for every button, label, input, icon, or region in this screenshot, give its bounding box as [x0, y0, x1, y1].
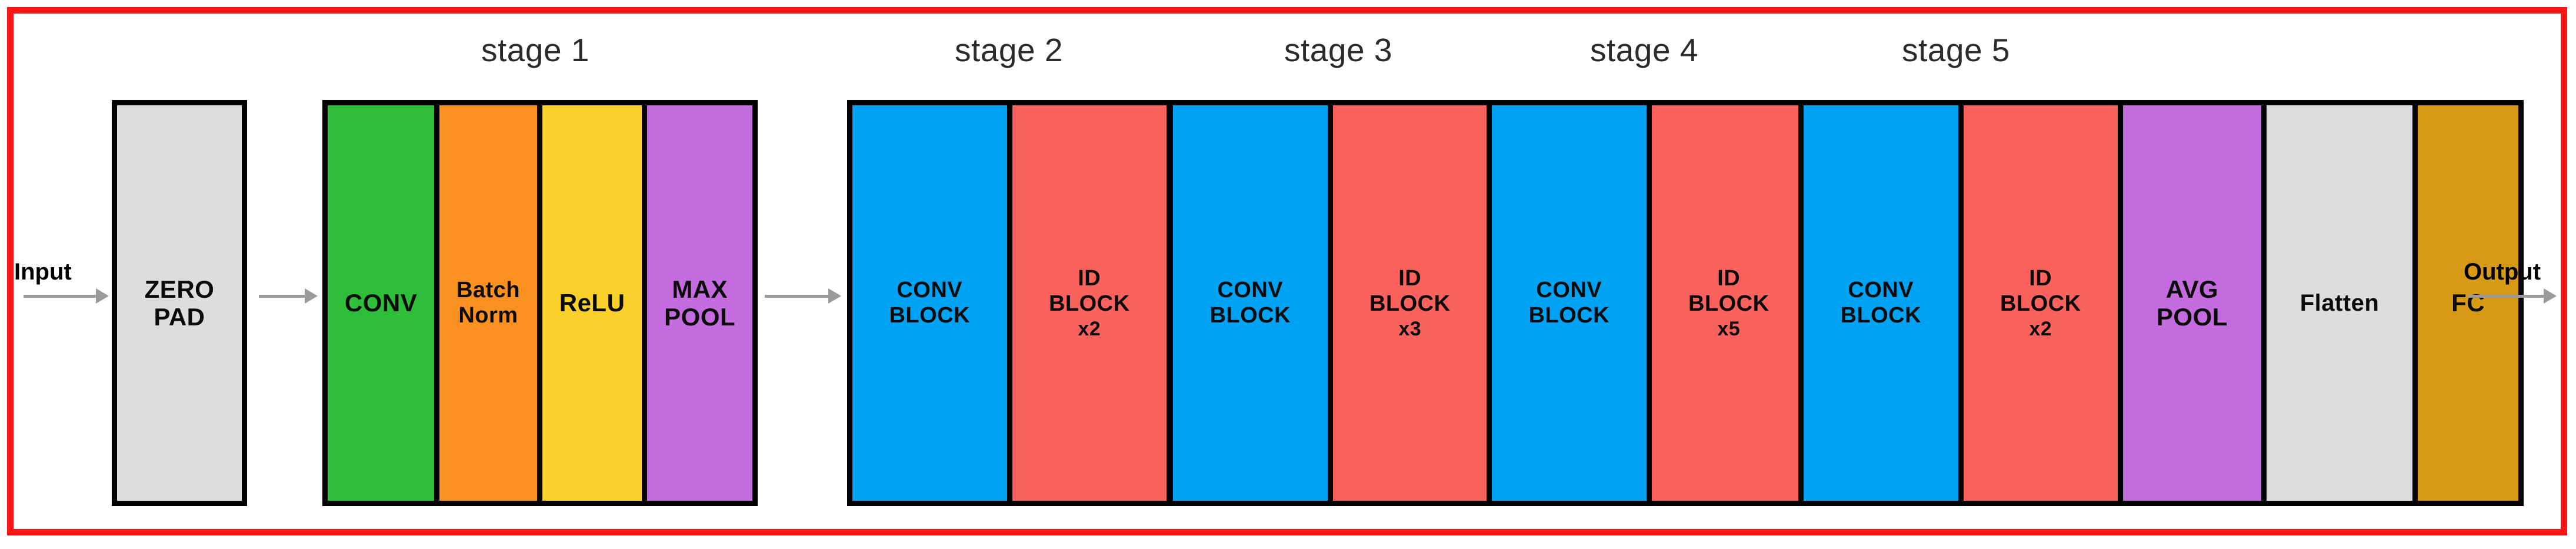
layer-avg-pool-label: AVG POOL	[2156, 275, 2228, 331]
arrow-head	[305, 288, 318, 304]
layer-conv-label: CONV	[344, 289, 418, 317]
stage-label-2: stage 2	[955, 32, 1063, 68]
layer-flatten-label: Flatten	[2300, 290, 2380, 316]
layer-relu[interactable]: ReLU	[536, 100, 648, 506]
layer-conv-block-stage2[interactable]: CONV BLOCK	[847, 100, 1012, 506]
layer-conv-block-stage3[interactable]: CONV BLOCK	[1168, 100, 1333, 506]
stage-1-group: CONV Batch Norm ReLU MAX POOL	[322, 100, 758, 506]
arrow-input-to-zeropad	[24, 288, 109, 304]
layer-conv-block-stage5-label: CONV BLOCK	[1840, 278, 1922, 328]
layer-id-block-stage5-count: x2	[2029, 317, 2052, 340]
layer-max-pool-label: MAX POOL	[664, 275, 736, 331]
layer-id-block-stage2-count: x2	[1078, 317, 1101, 340]
layer-id-block-stage3-text: ID BLOCK	[1369, 266, 1451, 316]
layer-id-block-stage4-count: x5	[1717, 317, 1741, 340]
layer-fc[interactable]: FC	[2412, 100, 2524, 506]
layer-conv-block-stage2-label: CONV BLOCK	[889, 278, 971, 328]
layer-avg-pool[interactable]: AVG POOL	[2118, 100, 2267, 506]
layer-id-block-stage3-count: x3	[1398, 317, 1422, 340]
layer-zero-pad-label: ZERO PAD	[144, 275, 215, 331]
layer-conv-block-stage4[interactable]: CONV BLOCK	[1487, 100, 1652, 506]
layer-relu-label: ReLU	[559, 289, 625, 317]
head-group: AVG POOL Flatten FC	[2118, 100, 2524, 506]
layer-fc-label: FC	[2451, 289, 2485, 317]
layer-id-block-stage2-text: ID BLOCK	[1048, 266, 1130, 316]
arrow-shaft	[24, 294, 96, 298]
layer-conv-block-stage3-label: CONV BLOCK	[1209, 278, 1291, 328]
input-label: Input	[14, 259, 72, 285]
layer-flatten[interactable]: Flatten	[2261, 100, 2418, 506]
layer-conv-block-stage5[interactable]: CONV BLOCK	[1798, 100, 1964, 506]
stage-label-5: stage 5	[1902, 32, 2010, 68]
stage-label-3: stage 3	[1284, 32, 1392, 68]
layer-id-block-stage4-text: ID BLOCK	[1688, 266, 1769, 316]
arrow-head	[2544, 288, 2557, 304]
layer-zero-pad[interactable]: ZERO PAD	[112, 100, 247, 506]
layer-id-block-stage5-text: ID BLOCK	[2000, 266, 2081, 316]
stage-label-1: stage 1	[481, 32, 589, 68]
arrow-head	[96, 288, 109, 304]
layer-max-pool[interactable]: MAX POOL	[642, 100, 758, 506]
layer-batch-norm-label: Batch Norm	[456, 278, 521, 328]
arrow-stage1-to-stage2	[765, 288, 841, 304]
layer-conv-block-stage4-label: CONV BLOCK	[1528, 278, 1610, 328]
layer-batch-norm[interactable]: Batch Norm	[434, 100, 542, 506]
arrow-shaft	[765, 294, 828, 298]
arrow-zeropad-to-stage1	[259, 288, 318, 304]
output-label: Output	[2464, 259, 2541, 285]
arrow-shaft	[259, 294, 305, 298]
layer-conv[interactable]: CONV	[322, 100, 440, 506]
arrow-head	[828, 288, 841, 304]
stage-label-4: stage 4	[1590, 32, 1698, 68]
zero-pad-group: ZERO PAD	[112, 100, 247, 506]
